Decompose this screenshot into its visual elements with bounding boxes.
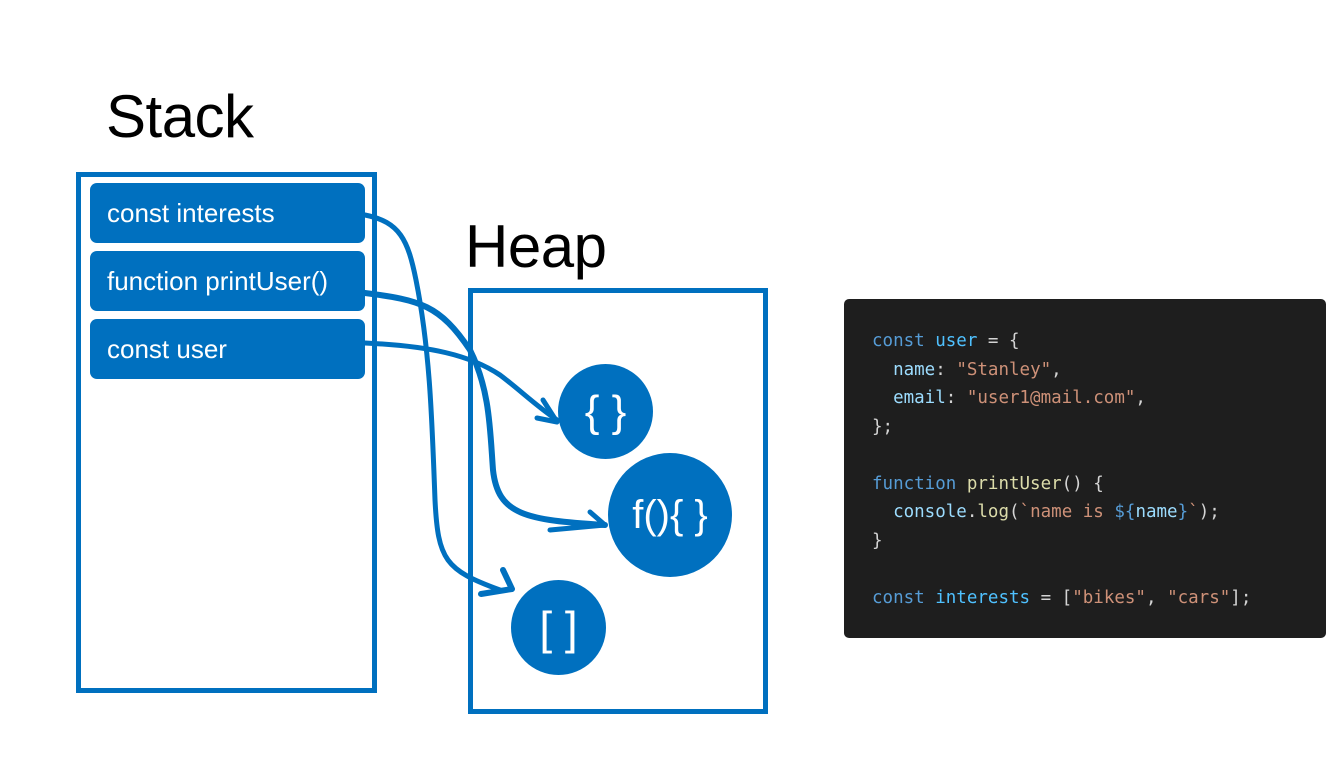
code-token: = [: [1030, 587, 1073, 608]
code-line: [872, 555, 1326, 584]
code-token: :: [945, 388, 967, 408]
code-line: [872, 441, 1326, 470]
array-brackets-icon: [ ]: [539, 601, 578, 654]
code-token: ,: [1145, 587, 1168, 608]
code-token: "cars": [1167, 587, 1231, 608]
code-token: user: [935, 331, 978, 351]
code-token: email: [893, 388, 946, 408]
code-line: }: [872, 527, 1326, 556]
code-token: const: [872, 331, 925, 351]
code-token: };: [872, 416, 894, 437]
code-token: log: [977, 502, 1009, 522]
code-line: function printUser() {: [872, 470, 1326, 499]
code-token: name: [1135, 502, 1178, 522]
object-braces-icon: { }: [584, 386, 627, 436]
code-line: name: "Stanley",: [872, 356, 1326, 385]
code-token: [872, 360, 893, 380]
function-icon: f(){ }: [632, 492, 708, 537]
code-token: (: [1009, 502, 1020, 522]
code-line: };: [872, 413, 1326, 442]
code-token: = {: [977, 331, 1020, 351]
stack-frame-user[interactable]: const user: [90, 319, 365, 379]
code-token: const: [872, 587, 925, 608]
code-line: const user = {: [872, 327, 1326, 356]
code-line: email: "user1@mail.com",: [872, 384, 1326, 413]
code-token: ,: [1135, 388, 1146, 408]
code-token: [925, 331, 936, 351]
heap-title: Heap: [465, 213, 607, 280]
heap-object-node[interactable]: { }: [558, 364, 653, 459]
code-token: ];: [1230, 587, 1252, 608]
heap-function-node[interactable]: f(){ }: [608, 453, 732, 577]
code-token: [956, 474, 967, 494]
code-token: .: [966, 502, 978, 522]
stack-title: Stack: [106, 83, 254, 150]
code-token: ${: [1114, 502, 1136, 522]
stack-frame-interests[interactable]: const interests: [90, 183, 365, 243]
code-snippet-panel: const user = { name: "Stanley", email: "…: [844, 299, 1326, 638]
code-token: }: [1177, 502, 1189, 522]
code-token: `name is: [1019, 502, 1115, 522]
code-token: "Stanley": [956, 359, 1052, 380]
code-line: const interests = ["bikes", "cars"];: [872, 584, 1326, 613]
code-line: console.log(`name is ${name}`);: [872, 498, 1326, 527]
code-token: () {: [1061, 473, 1104, 494]
code-token: name: [893, 359, 936, 380]
code-token: interests: [935, 587, 1031, 608]
code-token: "user1@mail.com": [966, 388, 1136, 408]
code-token: console: [893, 502, 967, 522]
code-token: [872, 502, 893, 522]
code-token: }: [872, 530, 883, 551]
stack-frame-print-user[interactable]: function printUser(): [90, 251, 365, 311]
code-token: );: [1198, 502, 1220, 522]
code-token: ,: [1051, 359, 1062, 380]
heap-array-node[interactable]: [ ]: [511, 580, 606, 675]
code-token: "bikes": [1072, 587, 1146, 608]
code-token: :: [935, 359, 957, 380]
code-token: printUser: [966, 473, 1062, 494]
code-token: `: [1188, 502, 1199, 522]
code-token: [872, 388, 893, 408]
code-token: [925, 588, 936, 608]
code-token: function: [872, 473, 957, 494]
